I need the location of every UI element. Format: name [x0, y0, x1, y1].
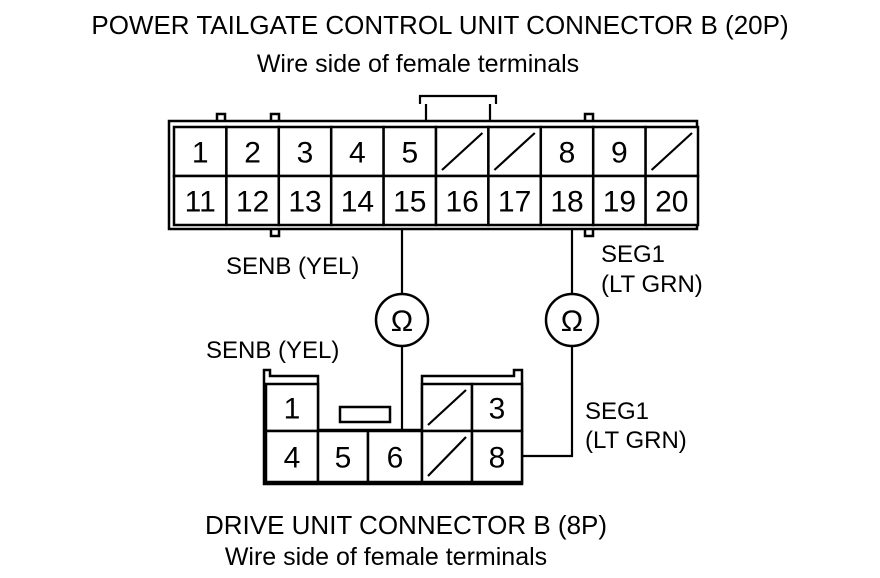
terminal-number: 3	[297, 137, 314, 170]
terminal-cavity	[264, 429, 320, 484]
terminal-number: 8	[559, 137, 576, 170]
wire-label-senb-bottom: SENB (YEL)	[206, 337, 339, 364]
connector-b8: 1 3 4 5 6 8	[262, 368, 524, 486]
terminal-number: 3	[489, 393, 506, 426]
wiring: Ω Ω	[374, 229, 600, 458]
connector-b20-lock-tab	[418, 94, 498, 121]
terminal-number: 2	[244, 137, 261, 170]
wire-label-seg1-bottom-line2: (LT GRN)	[585, 427, 687, 454]
connector-b8-title: DRIVE UNIT CONNECTOR B (8P)	[205, 510, 607, 540]
empty-cavity-slash	[650, 132, 693, 171]
terminal-cavity	[644, 174, 700, 227]
terminal-number: 16	[446, 186, 479, 219]
terminal-number: 11	[185, 186, 216, 219]
terminal-cavity	[329, 174, 385, 227]
terminal-number: 20	[655, 186, 688, 219]
terminal-number: 5	[401, 137, 418, 170]
connector-b8-cavities: 1 3 4 5 6 8	[264, 382, 524, 484]
terminal-cavity	[316, 429, 370, 484]
ohm-icon-left: Ω	[391, 305, 413, 338]
wire-label-seg1-bottom-line1: SEG1	[585, 398, 649, 425]
connector-b8-lock-tab	[338, 405, 392, 424]
empty-cavity-slash	[427, 389, 467, 426]
connector-b20-title: POWER TAILGATE CONTROL UNIT CONNECTOR B …	[91, 10, 788, 40]
wire-seg1-lower	[522, 346, 574, 458]
ohmmeter-left	[374, 292, 430, 348]
terminal-number: 8	[489, 442, 506, 475]
wire-label-senb-top: SENB (YEL)	[226, 253, 359, 280]
terminal-cavity	[470, 382, 524, 433]
terminal-cavity	[172, 174, 228, 227]
terminal-number: 19	[603, 186, 636, 219]
terminal-cavity	[172, 125, 228, 178]
connector-b20-subtitle: Wire side of female terminals	[257, 50, 579, 78]
terminal-number: 6	[387, 442, 404, 475]
terminal-cavity	[366, 429, 424, 484]
connector-b8-subtitle: Wire side of female terminals	[225, 543, 547, 571]
empty-cavity-slash	[441, 132, 484, 171]
terminal-number: 13	[288, 186, 321, 219]
terminal-number: 12	[236, 186, 269, 219]
wire-label-seg1-top-line1: SEG1	[601, 241, 665, 268]
terminal-number: 4	[349, 137, 366, 170]
empty-cavity-slash	[427, 436, 467, 477]
terminal-cavity	[382, 125, 438, 178]
ohmmeter-right	[544, 292, 600, 348]
terminal-number: 4	[284, 442, 301, 475]
terminal-number: 18	[550, 186, 583, 219]
terminal-cavity	[225, 174, 281, 227]
terminal-number: 15	[393, 186, 426, 219]
terminal-number: 1	[192, 137, 209, 170]
ohm-icon-right: Ω	[561, 305, 583, 338]
terminal-cavity	[539, 125, 595, 178]
wire-label-seg1-top-line2: (LT GRN)	[601, 271, 703, 298]
terminal-cavity	[470, 429, 524, 484]
terminal-number: 1	[284, 393, 301, 426]
empty-cavity-slash	[493, 132, 536, 171]
terminal-number: 17	[498, 186, 531, 219]
terminal-cavity	[382, 174, 438, 227]
terminal-number: 5	[335, 442, 352, 475]
terminal-cavity	[539, 174, 595, 227]
terminal-number: 14	[341, 186, 374, 219]
terminal-number: 9	[611, 137, 628, 170]
